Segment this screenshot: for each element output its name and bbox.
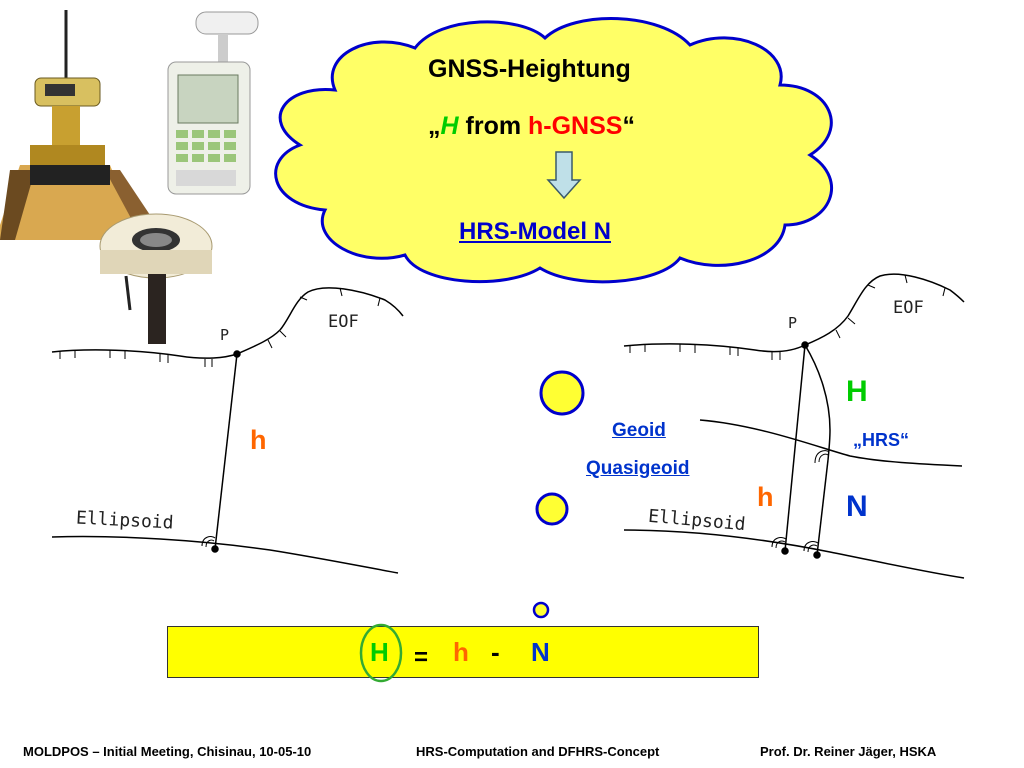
right-eof-surface xyxy=(623,273,965,353)
geoid-link[interactable]: Geoid xyxy=(612,420,666,441)
cloud-subtitle: „H from h-GNSS“ xyxy=(428,112,635,141)
cloud-H-symbol: H xyxy=(440,112,459,140)
formula-N: N xyxy=(531,637,550,667)
right-eof-label: EOF xyxy=(893,298,924,318)
left-point-P xyxy=(233,350,241,358)
left-ellipsoid xyxy=(51,535,399,574)
geoid-circle-icon xyxy=(539,370,585,416)
left-diagram xyxy=(51,287,404,574)
footer-middle: HRS-Computation and DFHRS-Concept xyxy=(416,744,660,759)
right-h-label: h xyxy=(757,482,774,512)
left-eof-surface xyxy=(51,287,404,359)
right-geoid-line xyxy=(699,419,963,467)
controller-image xyxy=(167,11,259,195)
cloud-h-gnss: h-GNSS xyxy=(528,112,623,140)
formula-equals: = xyxy=(414,644,429,671)
right-H-curve xyxy=(804,344,831,461)
quasigeoid-link[interactable]: Quasigeoid xyxy=(586,458,690,479)
right-h-line xyxy=(784,344,806,552)
cloud-outline xyxy=(274,17,833,284)
right-hrs-label: „HRS“ xyxy=(853,430,910,450)
left-h-label: h xyxy=(250,425,267,455)
down-arrow-icon xyxy=(546,151,582,200)
tripod-receiver-image xyxy=(0,10,160,240)
small-circle-icon xyxy=(532,601,550,619)
right-N-line xyxy=(816,459,829,556)
cloud-title: GNSS-Heightung xyxy=(428,55,631,83)
right-point-P xyxy=(801,341,809,349)
formula-H: H xyxy=(370,637,389,667)
left-h-line xyxy=(214,353,238,550)
quote-open: „ xyxy=(428,112,441,140)
formula-minus: - xyxy=(491,637,500,667)
left-eof-ticks xyxy=(59,287,381,367)
right-N-label: N xyxy=(846,490,868,523)
quote-close: “ xyxy=(622,112,635,140)
right-H-label: H xyxy=(846,375,868,408)
right-ellipsoid xyxy=(623,529,965,579)
right-point-label: P xyxy=(788,314,798,332)
quasigeoid-circle-icon xyxy=(535,492,569,526)
left-eof-label: EOF xyxy=(328,312,359,332)
right-ellipsoid-foot-h xyxy=(781,547,789,555)
right-diagram xyxy=(623,273,965,579)
hrs-model-link[interactable]: HRS-Model N xyxy=(459,218,611,245)
footer-left: MOLDPOS – Initial Meeting, Chisinau, 10-… xyxy=(23,744,312,759)
rover-receiver-image xyxy=(99,213,213,344)
left-point-label: P xyxy=(220,326,230,344)
left-right-angle xyxy=(205,539,215,548)
cloud-from-text: from xyxy=(458,112,529,140)
footer-right: Prof. Dr. Reiner Jäger, HSKA xyxy=(760,744,937,759)
right-ellipsoid-foot-N xyxy=(813,551,821,559)
H-highlight-ellipse xyxy=(359,623,403,683)
left-ellipsoid-foot xyxy=(211,545,219,553)
right-eof-ticks xyxy=(629,274,946,360)
formula-h: h xyxy=(453,637,469,667)
formula-box xyxy=(167,626,759,678)
